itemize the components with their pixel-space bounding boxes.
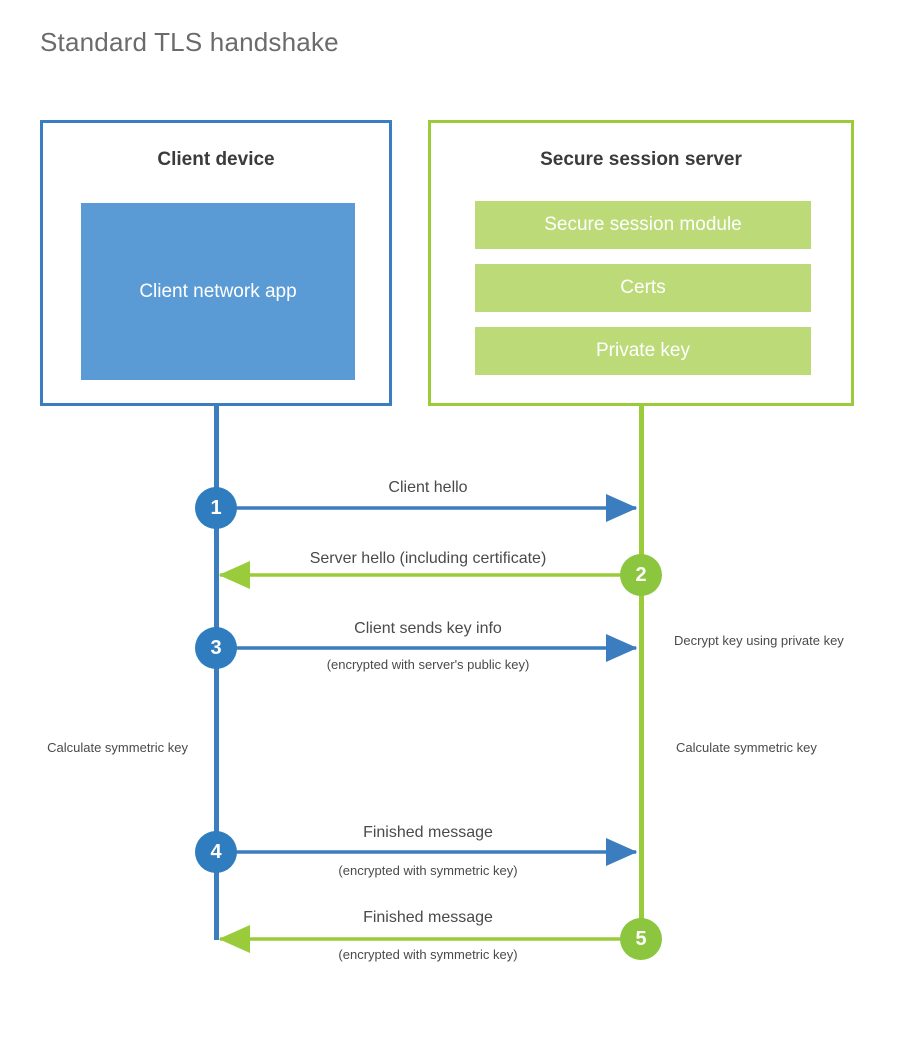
client-lifeline bbox=[214, 403, 219, 940]
server-lifeline bbox=[639, 403, 644, 940]
message-sublabel-step-3: (encrypted with server's public key) bbox=[326, 657, 530, 672]
message-sublabel-step-5: (encrypted with symmetric key) bbox=[338, 947, 518, 962]
message-sublabel-step-4: (encrypted with symmetric key) bbox=[338, 863, 518, 878]
message-label-step-5: Finished message bbox=[363, 909, 493, 926]
annotation-client-calculate-symmetric-key: Calculate symmetric key bbox=[47, 740, 188, 755]
client-network-app-box: Client network app bbox=[81, 203, 355, 380]
server-module-secure-session-module: Secure session module bbox=[475, 201, 811, 249]
server-module-certs: Certs bbox=[475, 264, 811, 312]
step-circle-3[interactable]: 3 bbox=[195, 627, 237, 669]
client-device-box: Client device Client network app bbox=[40, 120, 392, 406]
step-circle-2[interactable]: 2 bbox=[620, 554, 662, 596]
annotation-decrypt-key: Decrypt key using private key bbox=[674, 633, 844, 648]
server-module-private-key: Private key bbox=[475, 327, 811, 375]
step-circle-1[interactable]: 1 bbox=[195, 487, 237, 529]
secure-session-server-box: Secure session server Secure session mod… bbox=[428, 120, 854, 406]
secure-session-server-title: Secure session server bbox=[540, 149, 742, 170]
step-circle-5[interactable]: 5 bbox=[620, 918, 662, 960]
message-label-step-2: Server hello (including certificate) bbox=[309, 550, 547, 567]
message-label-step-3: Client sends key info bbox=[354, 620, 502, 637]
step-circle-4[interactable]: 4 bbox=[195, 831, 237, 873]
message-label-step-4: Finished message bbox=[363, 824, 493, 841]
annotation-server-calculate-symmetric-key: Calculate symmetric key bbox=[676, 740, 817, 755]
client-device-title: Client device bbox=[157, 149, 275, 170]
page-title: Standard TLS handshake bbox=[40, 27, 339, 57]
message-label-step-1: Client hello bbox=[388, 479, 468, 496]
